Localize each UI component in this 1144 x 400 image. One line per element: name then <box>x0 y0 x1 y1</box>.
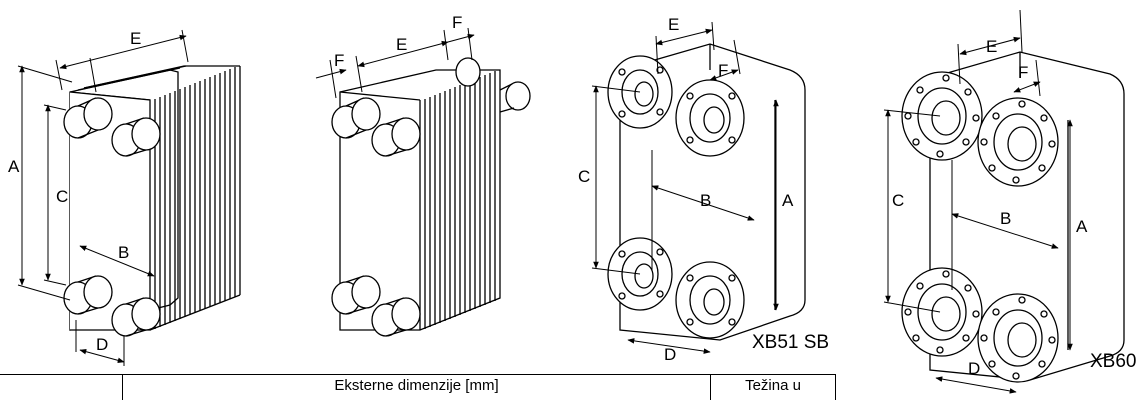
dim-label-C-3: C <box>578 167 590 186</box>
dim-label-E-3: E <box>668 15 679 34</box>
dim-label-F-2b: F <box>452 13 462 32</box>
dim-label-D-3: D <box>664 345 676 364</box>
dim-label-A-3: A <box>782 191 794 210</box>
dim-label-A-4: A <box>1076 217 1088 236</box>
exchanger-3-flanges <box>607 55 745 339</box>
exchanger-4-flanges <box>901 71 1059 383</box>
dim-label-D-1: D <box>96 335 108 354</box>
dimensions-table-header: Eksterne dimenzije [mm] Težina u <box>0 374 1144 400</box>
exchanger-1-ports <box>63 97 161 337</box>
exchanger-3-drawing <box>591 21 806 354</box>
dim-label-A-1: A <box>8 157 20 176</box>
dim-label-C-4: C <box>892 191 904 210</box>
dim-label-B-1: B <box>118 243 129 262</box>
table-header-blank <box>0 374 122 400</box>
exchanger-2-dimensions <box>315 27 475 99</box>
model-label-xb51sb: XB51 SB <box>752 332 829 353</box>
flange-xb60-top-right <box>977 97 1059 187</box>
flange-xb60-bottom-left <box>901 267 983 357</box>
exchanger-3-dimensions <box>591 21 779 354</box>
dim-label-E-2: E <box>396 35 407 54</box>
exchanger-2-drawing <box>315 27 531 337</box>
dim-label-E-1: E <box>130 29 141 48</box>
dim-label-E-4: E <box>986 37 997 56</box>
exchanger-1-drawing <box>17 29 241 366</box>
dim-label-B-4: B <box>1000 209 1011 228</box>
exchanger-4-drawing <box>883 9 1125 394</box>
flange-bottom-right <box>675 261 745 339</box>
flange-xb60-top-left <box>901 71 983 161</box>
exchanger-1-dimensions <box>17 29 189 366</box>
flange-xb60-bottom-right <box>977 293 1059 383</box>
flange-top-right <box>675 79 745 157</box>
dim-label-D-4: D <box>968 359 980 378</box>
table-header-weight: Težina u <box>710 374 836 400</box>
dim-label-C-1: C <box>56 187 68 206</box>
exchanger-2-ports <box>331 57 531 337</box>
dim-label-F-4: F <box>1018 63 1028 82</box>
table-header-dimensions: Eksterne dimenzije [mm] <box>122 374 710 400</box>
dim-label-F-3: F <box>718 61 728 80</box>
dim-label-B-3: B <box>700 191 711 210</box>
dim-label-F-2a: F <box>334 51 344 70</box>
exchanger-4-dimensions <box>883 9 1073 394</box>
model-label-xb60: XB60 <box>1090 351 1136 372</box>
